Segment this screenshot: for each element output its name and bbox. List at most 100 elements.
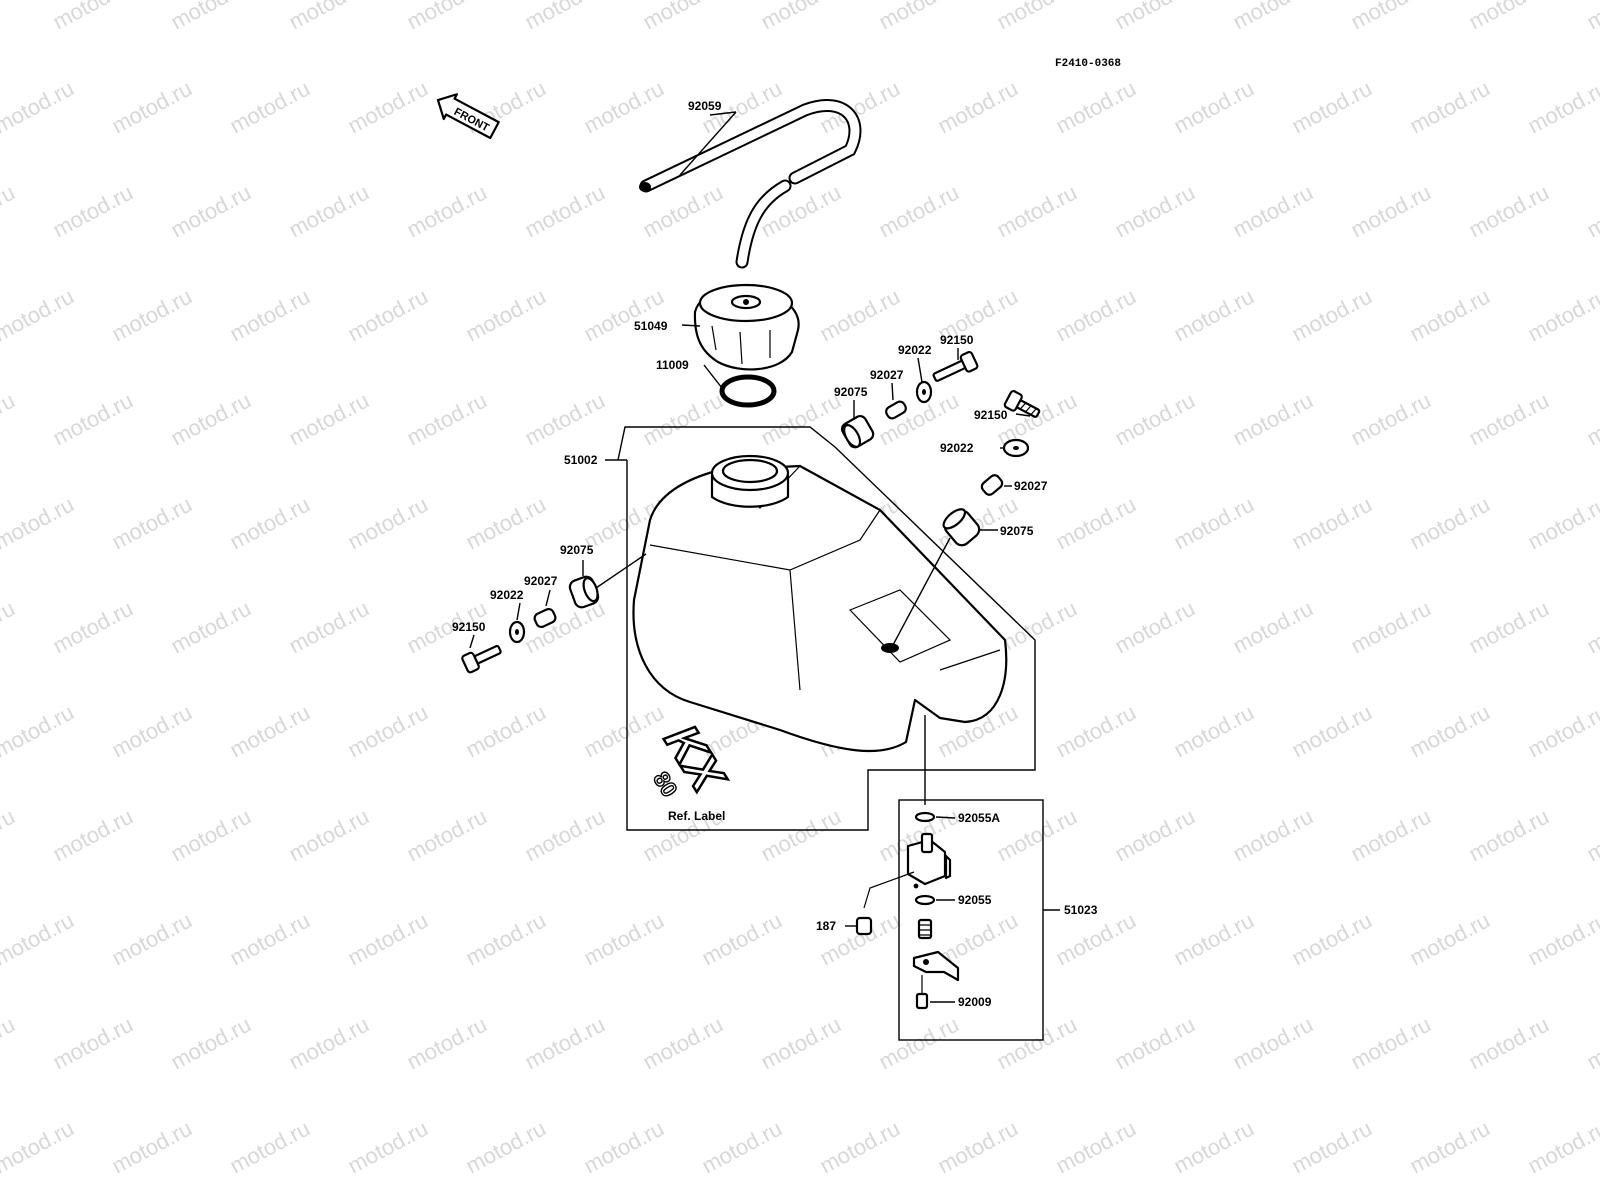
watermark-text: motod.ru xyxy=(49,180,137,243)
watermark-text: motod.ru xyxy=(1524,284,1600,347)
screw[interactable] xyxy=(855,916,873,936)
watermark-text: motod.ru xyxy=(1406,700,1494,763)
watermark-text: motod.ru xyxy=(344,1116,432,1179)
watermark-text: motod.ru xyxy=(1583,388,1600,451)
watermark-text: motod.ru xyxy=(0,492,78,555)
watermark-text: motod.ru xyxy=(1347,596,1435,659)
watermark-text: motod.ru xyxy=(0,0,19,34)
washer-left[interactable] xyxy=(508,620,526,644)
watermark-text: motod.ru xyxy=(344,492,432,555)
watermark-text: motod.ru xyxy=(521,804,609,867)
watermark-text: motod.ru xyxy=(1288,700,1376,763)
watermark-text: motod.ru xyxy=(49,596,137,659)
watermark-text: motod.ru xyxy=(0,180,19,243)
watermark-text: motod.ru xyxy=(1288,492,1376,555)
watermark-text: motod.ru xyxy=(167,180,255,243)
collar-top[interactable] xyxy=(884,400,907,420)
fuel-cap[interactable] xyxy=(693,283,800,371)
watermark-text: motod.ru xyxy=(49,1012,137,1075)
fuel-tank[interactable] xyxy=(632,454,1008,753)
watermark-text: motod.ru xyxy=(816,284,904,347)
oring-top[interactable] xyxy=(914,811,936,823)
watermark-text: motod.ru xyxy=(49,804,137,867)
label-51049: 51049 xyxy=(634,319,668,333)
watermark-text: motod.ru xyxy=(934,1116,1022,1179)
watermark-text: motod.ru xyxy=(1052,76,1140,139)
watermark-text: motod.ru xyxy=(0,804,19,867)
watermark-text: motod.ru xyxy=(580,700,668,763)
watermark-text: motod.ru xyxy=(1229,1012,1317,1075)
label-92150-top: 92150 xyxy=(940,333,974,347)
watermark-text: motod.ru xyxy=(1111,804,1199,867)
watermark-text: motod.ru xyxy=(344,700,432,763)
watermark-text: motod.ru xyxy=(167,0,255,34)
watermark-text: motod.ru xyxy=(1583,0,1600,34)
watermark-text: motod.ru xyxy=(108,1116,196,1179)
watermark-text: motod.ru xyxy=(639,1012,727,1075)
watermark-text: motod.ru xyxy=(875,0,963,34)
watermark-text: motod.ru xyxy=(1229,388,1317,451)
watermark-text: motod.ru xyxy=(167,1012,255,1075)
watermark-text: motod.ru xyxy=(580,76,668,139)
watermark-text: motod.ru xyxy=(1229,0,1317,34)
watermark-text: motod.ru xyxy=(1111,180,1199,243)
bolt-top[interactable] xyxy=(931,350,979,386)
screw-bottom[interactable] xyxy=(915,975,929,1010)
watermark-text: motod.ru xyxy=(816,1116,904,1179)
watermark-text: motod.ru xyxy=(285,0,373,34)
watermark-text: motod.ru xyxy=(1347,180,1435,243)
watermark-text: motod.ru xyxy=(1170,284,1258,347)
watermark-text: motod.ru xyxy=(0,1116,78,1179)
label-92075-left: 92075 xyxy=(560,543,594,557)
watermark-text: motod.ru xyxy=(1229,180,1317,243)
collar-left[interactable] xyxy=(533,607,557,629)
cap-gasket[interactable] xyxy=(719,374,777,408)
watermark-text: motod.ru xyxy=(403,1012,491,1075)
watermark-text: motod.ru xyxy=(1052,284,1140,347)
watermark-text: motod.ru xyxy=(521,0,609,34)
watermark-text: motod.ru xyxy=(1111,388,1199,451)
lever-plate[interactable] xyxy=(912,950,960,982)
watermark-text: motod.ru xyxy=(1406,284,1494,347)
label-92150-left: 92150 xyxy=(452,620,486,634)
watermark-text: motod.ru xyxy=(108,492,196,555)
watermark-text: motod.ru xyxy=(521,1012,609,1075)
watermark-text: motod.ru xyxy=(934,76,1022,139)
watermark-text: motod.ru xyxy=(757,804,845,867)
watermark-text: motod.ru xyxy=(1465,596,1553,659)
label-11009: 11009 xyxy=(656,358,689,372)
oring-mid[interactable] xyxy=(914,894,936,906)
bolt-right[interactable] xyxy=(1003,390,1042,422)
damper-left[interactable] xyxy=(568,574,601,609)
damper-right[interactable] xyxy=(940,505,983,548)
watermark-text: motod.ru xyxy=(108,76,196,139)
label-92059: 92059 xyxy=(688,99,722,113)
watermark-text: motod.ru xyxy=(49,388,137,451)
watermark-text: motod.ru xyxy=(1288,76,1376,139)
watermark-text: motod.ru xyxy=(875,1012,963,1075)
washer-top[interactable] xyxy=(915,380,933,404)
label-92027-right: 92027 xyxy=(1014,479,1048,493)
label-92055a: 92055A xyxy=(958,811,1000,825)
watermark-text: motod.ru xyxy=(1170,492,1258,555)
breather-hose[interactable] xyxy=(639,99,862,269)
watermark-text: motod.ru xyxy=(344,76,432,139)
watermark-text: motod.ru xyxy=(1465,1012,1553,1075)
collar-right[interactable] xyxy=(980,473,1004,497)
spring[interactable] xyxy=(917,918,933,940)
watermark-text: motod.ru xyxy=(1347,0,1435,34)
bolt-left[interactable] xyxy=(461,641,503,674)
watermark-text: motod.ru xyxy=(344,908,432,971)
damper-top[interactable] xyxy=(840,414,876,450)
washer-right[interactable] xyxy=(1002,438,1030,458)
label-51023: 51023 xyxy=(1064,903,1098,917)
watermark-text: motod.ru xyxy=(1111,596,1199,659)
fuel-cock-body[interactable] xyxy=(863,832,952,909)
watermark-text: motod.ru xyxy=(0,596,19,659)
watermark-text: motod.ru xyxy=(1111,0,1199,34)
watermark-text: motod.ru xyxy=(1288,1116,1376,1179)
watermark-text: motod.ru xyxy=(1052,700,1140,763)
watermark-text: motod.ru xyxy=(0,700,78,763)
watermark-text: motod.ru xyxy=(1347,804,1435,867)
